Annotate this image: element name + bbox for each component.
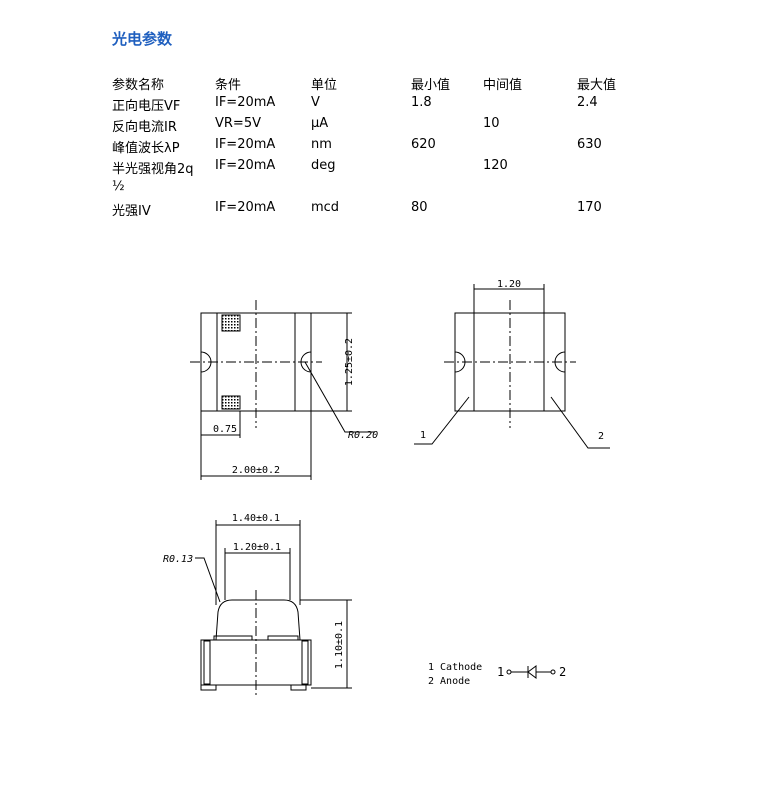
pin-1-label: 1: [497, 665, 504, 679]
dim-inner-label: 1.20±0.1: [233, 542, 281, 553]
top-view-drawing: [190, 300, 375, 480]
cell: nm: [311, 137, 332, 152]
header-min: 最小值: [411, 78, 451, 93]
cell: V: [311, 95, 320, 110]
lens-dome: [215, 599, 301, 641]
dim-top-label: 1.20: [497, 279, 521, 290]
header-max: 最大值: [577, 78, 617, 93]
cell: IF=20mA: [215, 95, 276, 110]
cell: 620: [411, 137, 436, 152]
table-row: 峰值波长λP IF=20mA nm 620 630: [112, 137, 637, 158]
front-view-drawing: [195, 520, 352, 698]
section-title: 光电参数: [112, 30, 173, 48]
leader-line: [414, 396, 470, 445]
lead-frame: [213, 635, 253, 641]
dim-pad-label: 0.75: [213, 424, 237, 435]
contact-pad: [221, 314, 241, 332]
cell: IF=20mA: [215, 200, 276, 215]
table-row: 半光强视角2q IF=20mA deg 120: [112, 158, 637, 179]
foot-right: [290, 684, 307, 691]
legend-cathode: 1 Cathode: [428, 662, 482, 673]
cell: 120: [483, 158, 508, 173]
table-row: 正向电压VF IF=20mA V 1.8 2.4: [112, 95, 637, 116]
cell: μA: [311, 116, 329, 131]
radius-label: R0.13: [163, 554, 193, 565]
cell: VR=5V: [215, 116, 261, 131]
legend-anode: 2 Anode: [428, 676, 470, 687]
radius-label: R0.20: [348, 430, 378, 441]
table-row: 反向电流IR VR=5V μA 10: [112, 116, 637, 137]
pin-2-label: 2: [559, 665, 566, 679]
dim-width-label: 2.00±0.2: [232, 465, 280, 476]
cell: mcd: [311, 200, 340, 215]
cell: 半光强视角2q: [112, 162, 194, 177]
lead-frame: [267, 635, 299, 641]
terminal-left: [203, 640, 211, 685]
terminal-right: [301, 640, 309, 685]
callout-2: 2: [598, 431, 604, 442]
electro-optical-spec-table: 参数名称 条件 单位 最小值 中间值 最大值 正向电压VF IF=20mA V …: [112, 72, 637, 221]
header-param: 参数名称: [112, 78, 165, 93]
header-unit: 单位: [311, 78, 338, 93]
cell: 80: [411, 200, 428, 215]
foot-left: [200, 684, 217, 691]
pin-legend: 1 Cathode 2 Anode: [428, 662, 482, 687]
header-condition: 条件: [215, 78, 242, 93]
cell: 正向电压VF: [112, 99, 181, 114]
pin-dot: [506, 669, 512, 675]
leader-line: [195, 557, 221, 603]
cell: 10: [483, 116, 500, 131]
table-row: 光强IV IF=20mA mcd 80 170: [112, 200, 637, 221]
cell: 光强IV: [112, 204, 151, 219]
cell: deg: [311, 158, 336, 173]
diode-triangle: [527, 665, 537, 679]
cell: 峰值波长λP: [112, 141, 180, 156]
side-view-drawing: [414, 284, 610, 449]
dim-height-label: 1.25±0.2: [344, 338, 355, 386]
header-typ: 中间值: [483, 78, 523, 93]
dim-outer-label: 1.40±0.1: [232, 513, 280, 524]
cell: 1.8: [411, 95, 432, 110]
cell: IF=20mA: [215, 137, 276, 152]
table-row: ½: [112, 179, 637, 200]
table-header-row: 参数名称 条件 单位 最小值 中间值 最大值: [112, 72, 637, 95]
cell: 反向电流IR: [112, 120, 177, 135]
pin-dot: [550, 669, 556, 675]
cell: 630: [577, 137, 602, 152]
dim-height-label: 1.10±0.1: [334, 621, 345, 669]
cell: ½: [112, 179, 125, 194]
cell: 2.4: [577, 95, 598, 110]
diode-symbol: [506, 665, 556, 679]
contact-pad: [221, 395, 241, 410]
leader-line: [304, 361, 375, 433]
cell: IF=20mA: [215, 158, 276, 173]
callout-1: 1: [420, 430, 426, 441]
leader-line: [550, 396, 610, 449]
cell: 170: [577, 200, 602, 215]
